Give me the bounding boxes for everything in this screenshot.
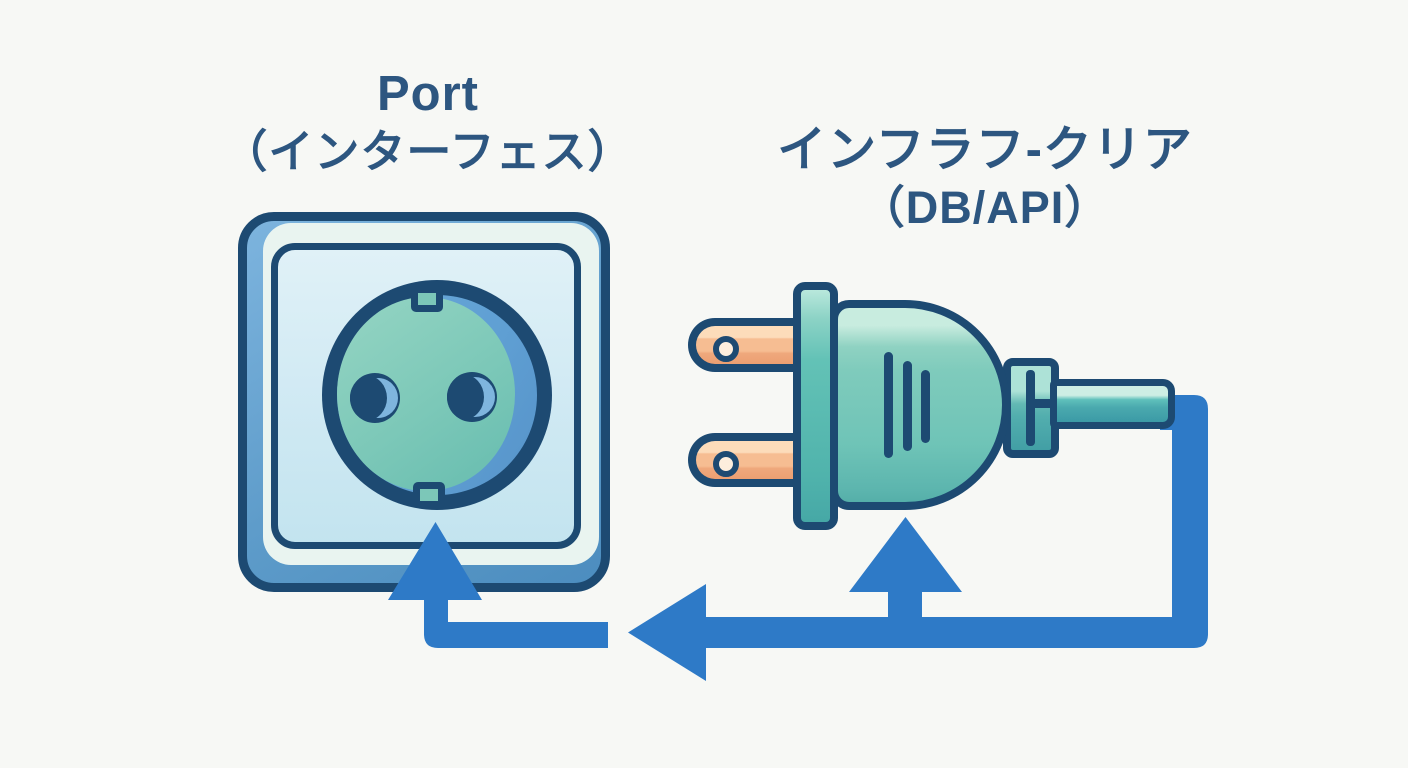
plug-strain-relief-mark — [1026, 370, 1035, 446]
socket-hole-right — [447, 372, 497, 422]
socket-notch-top — [411, 286, 443, 312]
infra-label: インフラフ-クリア （DB/API） — [735, 122, 1235, 236]
plug-strain-relief-mark — [1026, 399, 1055, 408]
plug-grip-line — [921, 370, 930, 443]
plug-cable — [1050, 379, 1175, 429]
port-label: Port （インターフェス） — [188, 66, 668, 180]
plug-body — [830, 300, 1010, 510]
infra-label-subtitle: （DB/API） — [859, 182, 1111, 233]
infra-label-title: インフラフ-クリア — [777, 123, 1193, 177]
plug-prong-bottom-hole — [713, 451, 739, 477]
plug-faceplate — [793, 282, 838, 530]
plug-prong-top-hole — [713, 336, 739, 362]
plug-grip-line — [903, 361, 912, 451]
plug-prong-top — [688, 318, 802, 372]
socket-hole-left-shadow — [350, 375, 387, 421]
socket-hole-left — [350, 373, 400, 423]
socket-notch-bottom — [413, 482, 445, 508]
plug-prong-bottom — [688, 433, 802, 487]
arrow-into-socket — [388, 522, 608, 648]
plug-grip-line — [884, 352, 893, 458]
port-label-subtitle: （インターフェス） — [222, 126, 634, 177]
port-label-title: Port — [377, 67, 479, 121]
socket-hole-right-shadow — [447, 374, 484, 420]
arrow-from-infra-with-plug-branch — [628, 395, 1208, 681]
